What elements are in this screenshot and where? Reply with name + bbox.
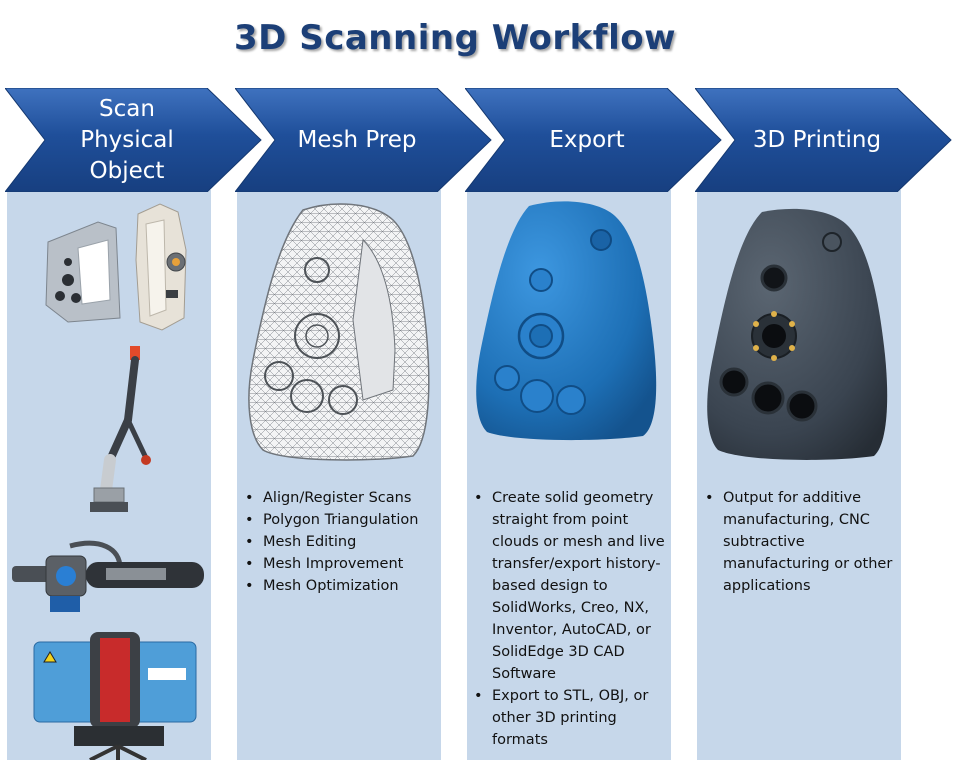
solid-model-icon xyxy=(476,201,657,441)
step-label-scan: Scan Physical Object xyxy=(80,95,174,184)
wireframe-mesh-icon xyxy=(248,203,430,461)
list-item: Mesh Optimization xyxy=(243,575,439,597)
page-title: 3D Scanning Workflow xyxy=(234,18,676,58)
printed-part-icon xyxy=(707,208,888,460)
chevron-scan: Scan Physical Object xyxy=(5,88,263,192)
laser-scanner-icon xyxy=(12,540,204,612)
tripod-scanner-icon xyxy=(33,632,197,760)
3d-printing-bullets: Output for additive manufacturing, CNC s… xyxy=(703,487,895,597)
list-item: Output for additive manufacturing, CNC s… xyxy=(703,487,895,597)
list-item: Mesh Improvement xyxy=(243,553,439,575)
chevron-mesh-prep: Mesh Prep xyxy=(235,88,493,192)
handheld-scanner-icon xyxy=(45,203,187,331)
list-item: Align/Register Scans xyxy=(243,487,439,509)
list-item: Export to STL, OBJ, or other 3D printing… xyxy=(472,685,668,751)
mesh-prep-bullets: Align/Register Scans Polygon Triangulati… xyxy=(243,487,439,597)
step-label-3d-printing: 3D Printing xyxy=(752,126,882,153)
step-label-mesh-prep: Mesh Prep xyxy=(297,126,417,153)
step-label-export: Export xyxy=(549,126,625,153)
list-item: Polygon Triangulation xyxy=(243,509,439,531)
list-item: Mesh Editing xyxy=(243,531,439,553)
list-item: Create solid geometry straight from poin… xyxy=(472,487,668,685)
export-bullets: Create solid geometry straight from poin… xyxy=(472,487,668,751)
chevron-export: Export xyxy=(465,88,723,192)
chevron-3d-printing: 3D Printing xyxy=(695,88,953,192)
portable-arm-icon xyxy=(90,346,151,512)
